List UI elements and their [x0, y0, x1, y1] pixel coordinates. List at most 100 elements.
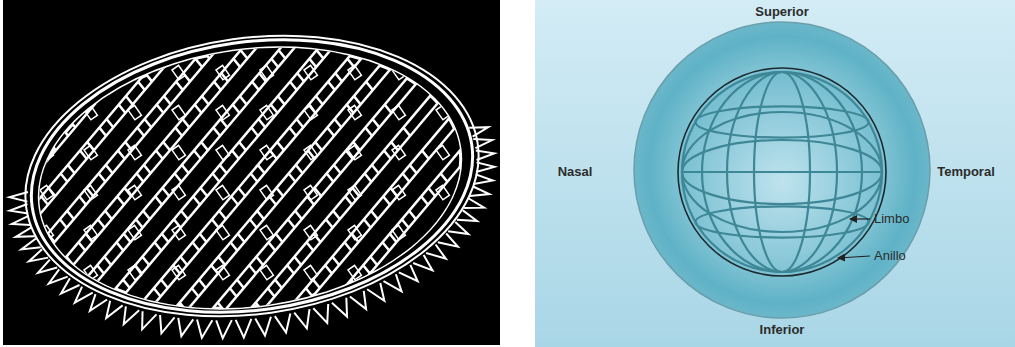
parallel: [682, 140, 882, 204]
mesh-part: [288, 20, 558, 340]
mesh-cell: [40, 65, 53, 79]
blue-panel: [535, 0, 1015, 347]
mesh-cell: [348, 225, 361, 239]
mesh-cell: [348, 65, 361, 79]
mesh-cell: [436, 105, 449, 119]
mesh-cell: [84, 185, 97, 199]
mesh-cell: [128, 185, 141, 199]
mesh-cell: [40, 185, 53, 199]
mesh-cell: [84, 225, 97, 239]
part-label: Nasal: [558, 165, 593, 179]
mesh-cell: [436, 65, 449, 79]
fringe-tooth: [313, 304, 328, 323]
fringe-tooth: [275, 313, 291, 332]
mesh-cell: [392, 225, 405, 239]
eye: [634, 22, 930, 318]
fringe-tooth: [90, 294, 107, 311]
meridian: [682, 72, 882, 272]
mesh-part: [212, 20, 482, 340]
mesh-cell: [128, 225, 141, 239]
mesh-part: [98, 20, 368, 340]
mesh-cell: [260, 105, 273, 119]
mesh-cell: [436, 185, 449, 199]
ring-circle: [678, 68, 886, 276]
mesh-cell: [128, 145, 141, 159]
mesh-cell: [260, 265, 273, 279]
cornea: [680, 70, 884, 274]
mesh-cell: [216, 185, 229, 199]
mesh-part: [250, 20, 520, 340]
mesh-part: [288, 20, 558, 340]
mesh-cell: [392, 145, 405, 159]
ring-outer: [7, 8, 497, 345]
parallel: [682, 112, 882, 232]
mesh-cell: [216, 65, 229, 79]
part-label: Inferior: [760, 323, 805, 337]
mesh-cell: [260, 225, 273, 239]
mesh-cell: [304, 105, 317, 119]
fringe-tooth: [75, 287, 93, 303]
equator: [682, 171, 882, 173]
fringe-tooth: [216, 320, 232, 338]
mesh-cell: [216, 145, 229, 159]
mesh-cell: [172, 225, 185, 239]
parallel: [695, 106, 868, 137]
fringe-tooth: [160, 315, 175, 333]
leader-line: [838, 256, 870, 258]
mesh-cell: [216, 265, 229, 279]
fringe-tooth: [178, 318, 193, 336]
fringe-tooth: [142, 311, 156, 329]
mesh-cell: [304, 225, 317, 239]
part-label: Limbo: [874, 212, 909, 226]
wire-sphere: [682, 72, 882, 272]
fringe-tooth: [294, 309, 309, 328]
mesh-part: [98, 20, 368, 340]
mesh-cell: [304, 65, 317, 79]
mesh-part: [136, 20, 406, 340]
mesh-cell: [172, 105, 185, 119]
mesh-cell: [348, 105, 361, 119]
mesh-cell: [304, 265, 317, 279]
mesh-cell: [392, 185, 405, 199]
fringe-tooth: [367, 283, 384, 301]
mesh-part: [136, 20, 406, 340]
fringe-tooth: [197, 320, 212, 338]
mesh-part: [250, 20, 520, 340]
part-label: Anillo: [874, 249, 906, 263]
mesh-cell: [260, 185, 273, 199]
fringe-tooth: [332, 298, 347, 317]
fringe-tooth: [124, 306, 139, 324]
mesh-cell: [172, 265, 185, 279]
part-label: Temporal: [937, 165, 995, 179]
mesh-part: [212, 20, 482, 340]
part-label: Superior: [755, 5, 808, 19]
mesh-cell: [392, 65, 405, 79]
mesh-cell: [304, 145, 317, 159]
mesh-cell: [260, 65, 273, 79]
mesh-cell: [216, 225, 229, 239]
mesh-cell: [84, 265, 97, 279]
fringe-tooth: [106, 301, 122, 318]
leader-line: [850, 218, 870, 219]
ring: [14, 12, 491, 339]
mesh-cell: [436, 265, 449, 279]
mesh-cell: [348, 145, 361, 159]
mesh-cell: [84, 105, 97, 119]
mesh-cell: [40, 265, 53, 279]
fringe-tooth: [236, 319, 252, 338]
mesh-cell: [260, 145, 273, 159]
mesh-cell: [216, 105, 229, 119]
parallel: [695, 206, 868, 237]
mesh-part: [174, 20, 444, 340]
mesh-cell: [172, 185, 185, 199]
mesh-cell: [40, 105, 53, 119]
mesh-cell: [84, 145, 97, 159]
mesh-part: [174, 20, 444, 340]
fringe-tooth: [255, 317, 271, 336]
mesh-cell: [392, 105, 405, 119]
mesh-cell: [348, 265, 361, 279]
mesh-cell: [304, 185, 317, 199]
mesh-cell: [172, 145, 185, 159]
mesh-cell: [84, 65, 97, 79]
mesh-cell: [348, 185, 361, 199]
